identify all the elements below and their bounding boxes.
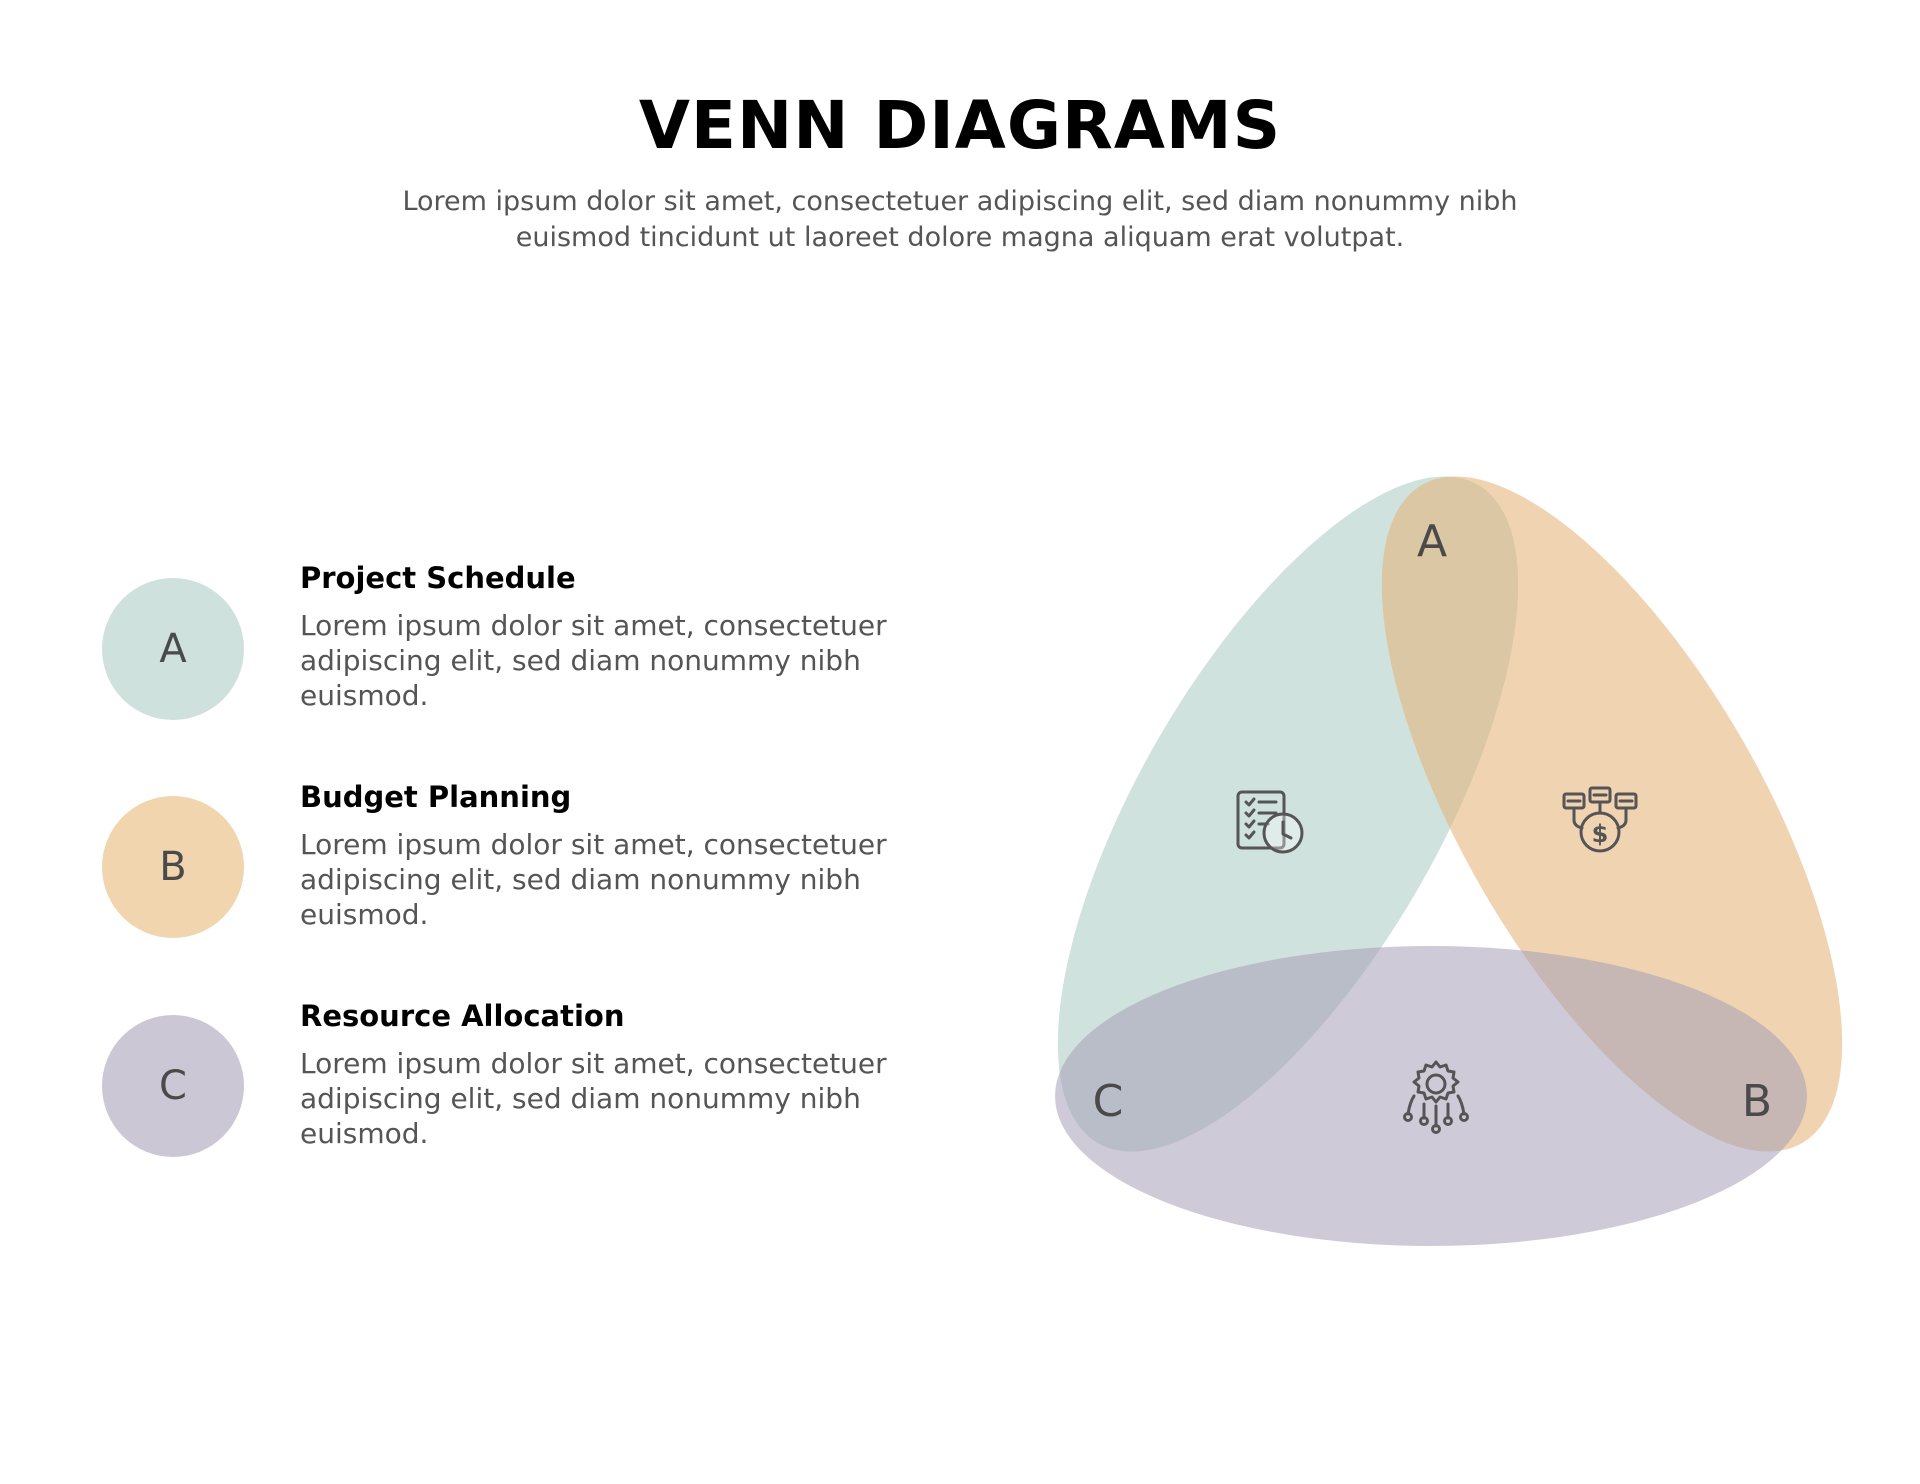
legend-text-line: adipiscing elit, sed diam nonummy nibh	[300, 1082, 861, 1115]
legend-title-project-schedule: Project Schedule	[300, 561, 576, 595]
venn-label-c: C	[1093, 1076, 1124, 1127]
legend-badge-c: C	[102, 1015, 244, 1157]
venn-label-a: A	[1417, 516, 1447, 567]
venn-label-b: B	[1742, 1076, 1772, 1127]
legend-text-line: euismod.	[300, 1117, 429, 1150]
legend-text-line: adipiscing elit, sed diam nonummy nibh	[300, 644, 861, 677]
legend-item-project-schedule: A Project Schedule Lorem ipsum dolor sit…	[0, 560, 960, 740]
schedule-checklist-clock-icon	[1236, 790, 1304, 854]
svg-text:$: $	[1592, 820, 1609, 848]
venn-ellipse-b	[1381, 476, 1843, 1152]
legend-text-resource-allocation: Lorem ipsum dolor sit amet, consectetuer…	[300, 1046, 960, 1151]
subtitle-line-2: euismod tincidunt ut laoreet dolore magn…	[515, 222, 1405, 253]
gear-circuit-icon	[1403, 1060, 1469, 1134]
legend-badge-a: A	[102, 578, 244, 720]
legend-text-line: Lorem ipsum dolor sit amet, consectetuer	[300, 609, 887, 642]
legend-item-resource-allocation: C Resource Allocation Lorem ipsum dolor …	[0, 998, 960, 1178]
legend-item-budget-planning: B Budget Planning Lorem ipsum dolor sit …	[0, 779, 960, 959]
page-title: VENN DIAGRAMS	[638, 87, 1282, 164]
legend-title-budget-planning: Budget Planning	[300, 780, 572, 814]
subtitle-line-1: Lorem ipsum dolor sit amet, consectetuer…	[402, 186, 1518, 217]
page-subtitle: Lorem ipsum dolor sit amet, consectetuer…	[310, 184, 1610, 256]
legend-title-resource-allocation: Resource Allocation	[300, 999, 625, 1033]
legend-text-line: adipiscing elit, sed diam nonummy nibh	[300, 863, 861, 896]
legend-text-budget-planning: Lorem ipsum dolor sit amet, consectetuer…	[300, 827, 960, 932]
legend-text-line: euismod.	[300, 898, 429, 931]
legend-text-line: euismod.	[300, 679, 429, 712]
legend-text-line: Lorem ipsum dolor sit amet, consectetuer	[300, 828, 887, 861]
legend-text-line: Lorem ipsum dolor sit amet, consectetuer	[300, 1047, 887, 1080]
legend-badge-b: B	[102, 796, 244, 938]
legend-text-project-schedule: Lorem ipsum dolor sit amet, consectetuer…	[300, 608, 960, 713]
budget-dollar-network-icon: $	[1562, 786, 1638, 853]
